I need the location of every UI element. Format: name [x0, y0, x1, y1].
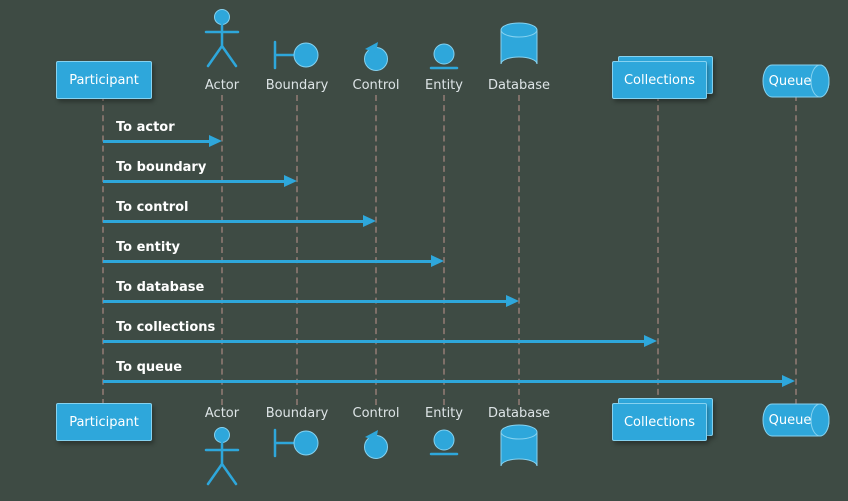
lifeline-entity [443, 95, 445, 405]
control-arrow [365, 430, 378, 441]
queue-label-top: Queue [768, 73, 812, 89]
entity-icon [429, 43, 459, 70]
collections-label: Collections [623, 72, 696, 88]
message-arrow-line [103, 220, 363, 223]
message-arrowhead [284, 175, 297, 187]
message-label: To boundary [116, 160, 207, 175]
participant-label: Participant [69, 414, 139, 430]
message-arrowhead [644, 335, 657, 347]
message-label: To actor [116, 120, 175, 135]
queue-label-bottom: Queue [768, 412, 812, 428]
entity-label-top: Entity [425, 78, 463, 93]
participant-box-bottom: Participant [56, 403, 152, 441]
lifeline-boundary [296, 95, 298, 405]
control-label-top: Control [352, 78, 400, 93]
actor-icon [204, 427, 240, 486]
database-icon [500, 22, 538, 65]
collections-box: Collections [612, 61, 707, 99]
database-icon [500, 424, 538, 467]
participant-box-top: Participant [56, 61, 152, 99]
message-arrowhead [363, 215, 376, 227]
entity-icon [429, 429, 459, 456]
message-label: To collections [116, 320, 216, 335]
lifeline-control [375, 95, 377, 405]
queue-icon [762, 403, 830, 437]
message-arrow-line [103, 380, 782, 383]
message-arrowhead [506, 295, 519, 307]
control-icon [364, 430, 388, 459]
boundary-icon [273, 428, 319, 458]
lifeline-queue [795, 95, 797, 405]
boundary-label-bottom: Boundary [265, 406, 329, 421]
message-arrowhead [209, 135, 222, 147]
database-label-bottom: Database [487, 406, 551, 421]
participant-label: Participant [69, 72, 139, 88]
message-label: To control [116, 200, 189, 215]
control-label-bottom: Control [352, 406, 400, 421]
message-label: To database [116, 280, 205, 295]
message-arrow-line [103, 140, 209, 143]
queue-icon [762, 64, 830, 98]
collections-label: Collections [623, 414, 696, 430]
message-arrow-line [103, 180, 284, 183]
actor-label-bottom: Actor [204, 406, 240, 421]
message-arrowhead [782, 375, 795, 387]
actor-icon [204, 9, 240, 68]
actor-label-top: Actor [204, 78, 240, 93]
control-icon [364, 42, 388, 71]
database-label-top: Database [487, 78, 551, 93]
lifeline-participant [102, 95, 104, 405]
lifeline-actor [221, 95, 223, 405]
control-arrow [365, 42, 378, 53]
lifeline-collections [657, 95, 659, 405]
message-arrowhead [431, 255, 444, 267]
boundary-icon [273, 40, 319, 70]
message-arrow-line [103, 340, 644, 343]
boundary-label-top: Boundary [265, 78, 329, 93]
message-label: To entity [116, 240, 181, 255]
entity-label-bottom: Entity [425, 406, 463, 421]
message-arrow-line [103, 300, 506, 303]
message-arrow-line [103, 260, 431, 263]
lifeline-database [518, 95, 520, 405]
collections-box: Collections [612, 403, 707, 441]
message-label: To queue [116, 360, 183, 375]
